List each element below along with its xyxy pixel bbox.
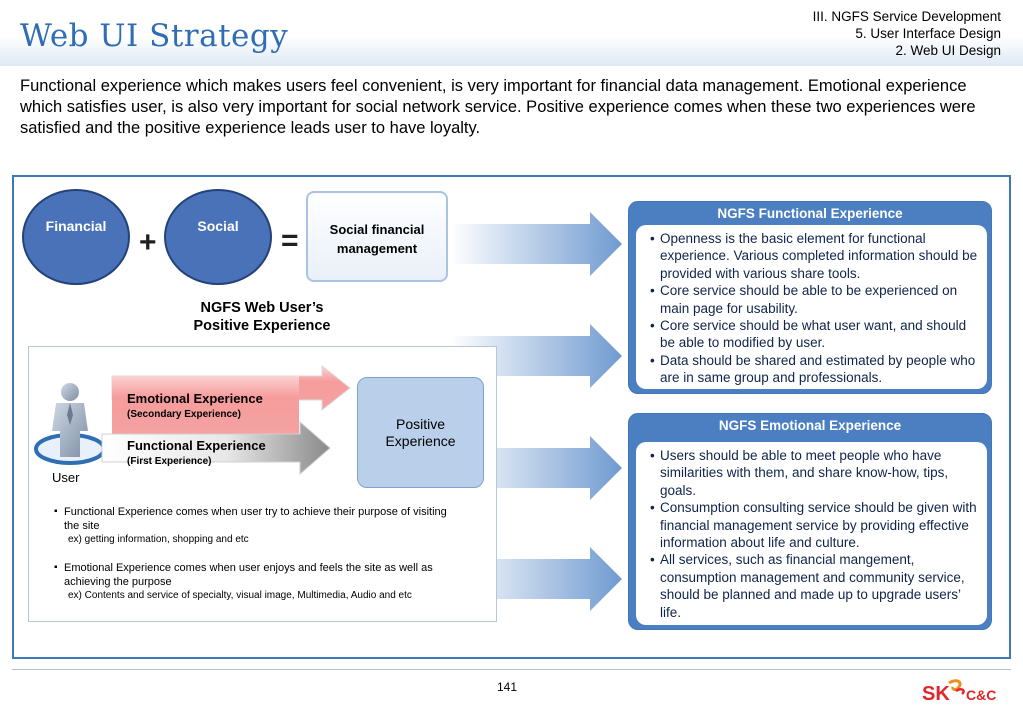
financial-label: Financial [45, 218, 107, 234]
sk-cc-logo: SK C&C [922, 679, 996, 705]
emotional-item: Consumption consulting service should be… [650, 499, 979, 551]
emotional-panel-body: Users should be able to meet people who … [636, 442, 987, 625]
breadcrumb-page: 2. Web UI Design [895, 43, 1001, 58]
positive-line-1: Positive [395, 416, 446, 432]
emotional-panel: NGFS Emotional Experience Users should b… [628, 413, 992, 630]
equals-sign: = [281, 224, 299, 257]
header-band [0, 0, 1023, 66]
functional-experience-label: Functional Experience [127, 438, 266, 453]
financial-circle: Financial [22, 189, 130, 285]
note-functional: Functional Experience comes when user tr… [54, 505, 464, 533]
experience-notes: Functional Experience comes when user tr… [54, 505, 464, 603]
result-line-2: management [336, 241, 418, 256]
functional-item: Data should be shared and estimated by p… [650, 352, 979, 387]
web-user-line-1: NGFS Web User’s [200, 300, 324, 316]
emotional-item: All services, such as financial mangemen… [650, 551, 979, 621]
note-emotional: Emotional Experience comes when user enj… [54, 561, 464, 589]
experience-arrows [101, 364, 351, 476]
user-label: User [52, 470, 80, 485]
positive-experience-box: Positive Experience [357, 377, 484, 488]
plus-sign: + [139, 226, 157, 259]
social-financial-management-box: Social financial management [306, 191, 448, 282]
breadcrumb-section: III. NGFS Service Development [812, 9, 1001, 24]
social-label: Social [197, 218, 239, 234]
social-circle: Social [164, 189, 272, 285]
breadcrumb: III. NGFS Service Development 5. User In… [813, 8, 1001, 59]
web-user-heading: NGFS Web User’s Positive Experience [170, 299, 354, 335]
logo-sk-text: SK [922, 683, 950, 705]
note-emotional-example: ex) Contents and service of specialty, v… [68, 590, 412, 601]
functional-panel-body: Openness is the basic element for functi… [636, 225, 987, 389]
intro-paragraph: Functional experience which makes users … [20, 77, 976, 137]
breadcrumb-subsection: 5. User Interface Design [855, 26, 1001, 41]
logo-cc-text: C&C [966, 687, 996, 703]
functional-experience-sublabel: (First Experience) [127, 456, 212, 467]
emotional-item: Users should be able to meet people who … [650, 447, 979, 499]
functional-panel-title: NGFS Functional Experience [717, 206, 903, 221]
functional-item: Openness is the basic element for functi… [650, 230, 979, 282]
result-line-1: Social financial [329, 222, 425, 237]
page-title: Web UI Strategy [20, 18, 289, 54]
arrow-to-functional-top [450, 212, 622, 276]
emotional-experience-sublabel: (Secondary Experience) [127, 409, 241, 420]
functional-item: Core service should be what user want, a… [650, 317, 979, 352]
footer-divider [12, 669, 1011, 670]
positive-line-2: Experience [385, 433, 456, 449]
page-number: 141 [497, 680, 518, 694]
functional-panel: NGFS Functional Experience Openness is t… [628, 201, 992, 394]
user-icon [34, 383, 106, 465]
note-functional-example: ex) getting information, shopping and et… [68, 534, 249, 545]
web-user-line-2: Positive Experience [193, 318, 331, 334]
emotional-experience-label: Emotional Experience [127, 391, 263, 406]
emotional-panel-title: NGFS Emotional Experience [718, 418, 902, 433]
functional-item: Core service should be able to be experi… [650, 282, 979, 317]
